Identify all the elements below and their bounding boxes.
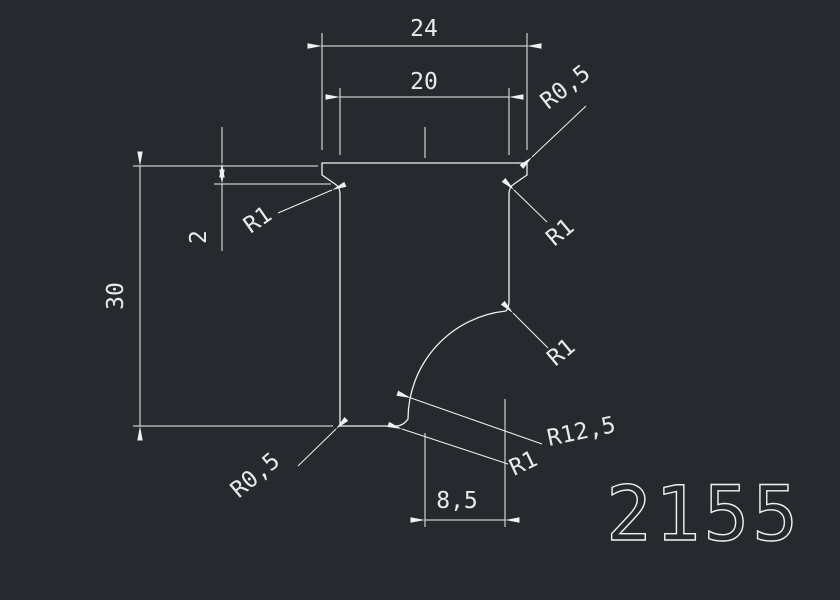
part-profile xyxy=(321,162,528,427)
leader-line xyxy=(500,300,549,349)
dim-label-overall-height: 30 xyxy=(103,282,129,310)
dim-bottom-offset: 8,5 xyxy=(410,399,520,527)
radius-label-flange-left: R1 xyxy=(239,202,277,239)
radius-label-bottom-fillet: R1 xyxy=(506,446,542,481)
dim-label-inner-width: 20 xyxy=(410,69,438,95)
leader-line xyxy=(297,416,349,467)
leader-line xyxy=(396,390,543,445)
leader-line xyxy=(277,181,347,214)
radius-callout-bottom-left: R0,5 xyxy=(226,416,349,504)
radius-callout-flange-left: R1 xyxy=(239,181,347,239)
dim-flange-thickness: 2 xyxy=(186,127,331,251)
leader-line xyxy=(501,177,548,223)
dim-label-bottom-offset: 8,5 xyxy=(436,488,478,514)
dim-label-flange-thickness: 2 xyxy=(186,230,212,244)
radius-callout-flange-right: R1 xyxy=(501,177,580,252)
part-number: 2155 xyxy=(606,469,801,558)
radius-label-flange-right: R1 xyxy=(542,214,580,252)
radius-callout-top-right: R0,5 xyxy=(519,60,596,169)
dim-overall-height: 30 xyxy=(103,151,333,441)
leader-line xyxy=(387,421,509,465)
profile-outline xyxy=(321,162,528,427)
dim-inner-width: 20 xyxy=(325,69,524,158)
dim-label-outer-width: 24 xyxy=(410,16,438,42)
radius-label-top-right: R0,5 xyxy=(536,60,596,115)
radius-callout-side-right: R1 xyxy=(500,300,581,372)
radius-label-bottom-left: R0,5 xyxy=(226,448,285,504)
dim-outer-width: 24 xyxy=(307,16,542,150)
leader-line xyxy=(519,105,587,169)
radius-callout-large-arc: R12,5 xyxy=(396,390,618,452)
radius-label-side-right: R1 xyxy=(543,334,581,372)
radius-label-large-arc: R12,5 xyxy=(545,412,618,452)
